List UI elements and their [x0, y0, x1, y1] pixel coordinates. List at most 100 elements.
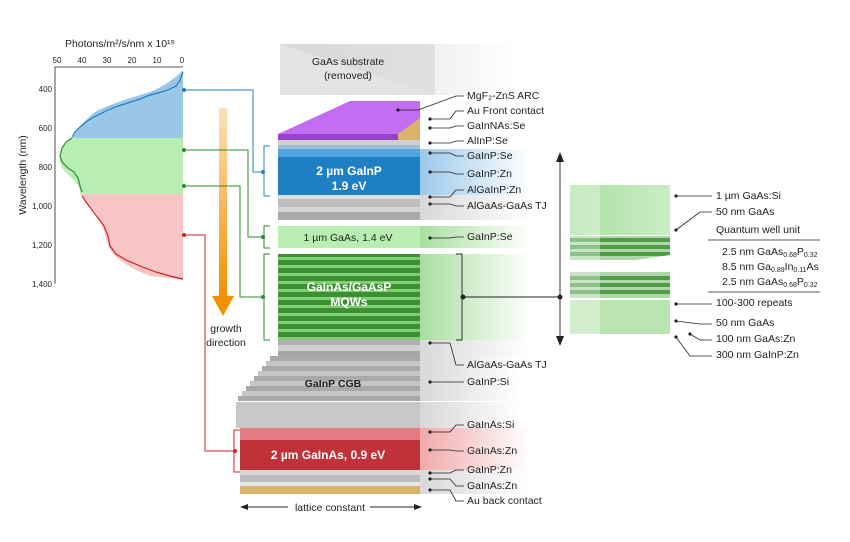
leader-line [430, 469, 464, 474]
label-algaas-tj-1: AlGaAs-GaAs TJ [467, 200, 547, 212]
spectrum-blue-line [71, 71, 184, 138]
leader-line [430, 424, 464, 433]
alinp-layer [278, 145, 420, 149]
gainnas-layer [278, 140, 420, 145]
top-cell-label-2: 1.9 eV [332, 179, 367, 193]
label-gainas-zn-2: GaInAs:Zn [467, 480, 517, 492]
cgb-step-fade [420, 396, 520, 401]
mqw-stripe [278, 257, 420, 260]
mqw-stripe [278, 273, 420, 276]
spectrum-y-ticks: 400 600 800 1,000 1,200 1,400 [32, 85, 53, 289]
mqw-label-1: GaInAs/GaAsP [307, 280, 392, 294]
leader-line [430, 478, 464, 487]
spectrum-connectors [182, 88, 270, 473]
label-back-contact: Au back contact [467, 495, 542, 507]
leader-line [430, 449, 464, 452]
qw-label-gaas-50-top: 50 nm GaAs [716, 206, 774, 218]
qw-layer-1: 2.5 nm GaAs0.68P0.32 [722, 246, 818, 259]
tj1-layer-c [278, 212, 420, 220]
x-tick: 10 [153, 56, 162, 65]
cgb-step [250, 381, 420, 386]
qw-leader-line [689, 333, 712, 341]
tj2-layer-a [278, 340, 420, 345]
cgb-step [266, 361, 420, 366]
middle-cell-label: 1 µm GaAs, 1.4 eV [304, 232, 393, 244]
cgb-step-fade [420, 376, 520, 381]
label-gainas-si: GaInAs:Si [467, 419, 514, 431]
back-gainas-layer [240, 475, 420, 482]
label-gainp-zn-2: GaInP:Zn [467, 464, 512, 476]
top-cell [278, 157, 420, 195]
cgb-step-fade [420, 356, 520, 361]
mqw-stripe [278, 313, 420, 316]
label-gainp-zn-1: GaInP:Zn [467, 168, 512, 180]
arc-edge [278, 134, 420, 140]
bottom-cell-top [240, 428, 420, 440]
label-gainas-zn-1: GaInAs:Zn [467, 445, 517, 457]
mqw-stripe [278, 321, 420, 324]
growth-label-1: growth [210, 323, 242, 335]
layer-leader-lines [396, 95, 464, 502]
spectrum-green-band [59, 138, 183, 194]
cgb-steps [236, 356, 520, 428]
label-alinp-se: AlInP:Se [467, 135, 508, 147]
cgb-base-fade [420, 407, 520, 428]
y-tick: 800 [39, 163, 53, 172]
arc-layer [278, 101, 420, 134]
y-tick: 1,000 [32, 202, 53, 211]
lattice-constant-label: lattice constant [295, 502, 365, 514]
mqw-stripe [278, 305, 420, 308]
leader-line [430, 110, 464, 120]
tj1-layer-a [278, 199, 420, 207]
leader-line [430, 152, 464, 157]
middle-cell-fade [420, 226, 530, 248]
back-contact [240, 486, 420, 494]
mqw-label-2: MQWs [330, 295, 368, 309]
qw-detail [570, 185, 670, 335]
x-tick: 40 [78, 56, 87, 65]
qw-label-gainp-zn: 300 nm GaInP:Zn [716, 349, 799, 361]
bottom-cell [240, 440, 420, 470]
y-tick: 1,200 [32, 241, 53, 250]
spectrum-green-line [59, 137, 83, 193]
label-gainp-se-1: GaInP:Se [467, 150, 513, 162]
spectrum-x-ticks: 50 40 30 20 10 0 [53, 56, 185, 65]
cgb-base [236, 407, 420, 428]
qw-leader-line [675, 320, 712, 325]
x-tick: 30 [103, 56, 112, 65]
tj2-layer-c [278, 351, 420, 356]
label-gainnas-se: GaInNAs:Se [467, 120, 526, 132]
tj2-fade [420, 340, 530, 356]
substrate-label-1: GaAs substrate [312, 56, 385, 68]
cgb-step-fade [420, 391, 520, 396]
qw-leader-line [675, 211, 712, 231]
cgb-step-fade [420, 402, 520, 407]
tj1-layer-b [278, 207, 420, 212]
qw-label-repeats: 100-300 repeats [716, 297, 792, 309]
mqw-region [278, 254, 420, 340]
mqw-stripe [278, 265, 420, 268]
label-algainp-zn: AlGaInP:Zn [467, 184, 521, 196]
qw-label-gaas-zn: 100 nm GaAs:Zn [716, 333, 796, 345]
bottom-cell-label: 2 µm GaInAs, 0.9 eV [271, 448, 385, 462]
cgb-step-fade [420, 366, 520, 371]
qw-band [570, 272, 670, 298]
front-contact [398, 118, 420, 140]
y-tick: 400 [39, 85, 53, 94]
lattice-constant-arrow [240, 504, 422, 510]
leader-line [430, 140, 464, 144]
growth-direction-arrow [212, 108, 234, 316]
growth-label-2: direction [206, 337, 246, 349]
leader-line [430, 203, 464, 207]
qw-layer-3: 2.5 nm GaAs0.68P0.32 [722, 276, 818, 289]
qw-label-unit: Quantum well unit [716, 224, 800, 236]
qw-labels: 1 µm GaAs:Si 50 nm GaAs Quantum well uni… [708, 190, 820, 361]
spectrum-y-axis-label: Wavelength (nm) [17, 135, 29, 215]
spectrum-red-band [80, 194, 183, 280]
tj2-layer-b [278, 345, 420, 351]
leader-line [430, 236, 464, 239]
spectrum-blue-band [72, 70, 183, 138]
y-tick: 600 [39, 124, 53, 133]
cgb-label: GaInP CGB [305, 378, 362, 390]
